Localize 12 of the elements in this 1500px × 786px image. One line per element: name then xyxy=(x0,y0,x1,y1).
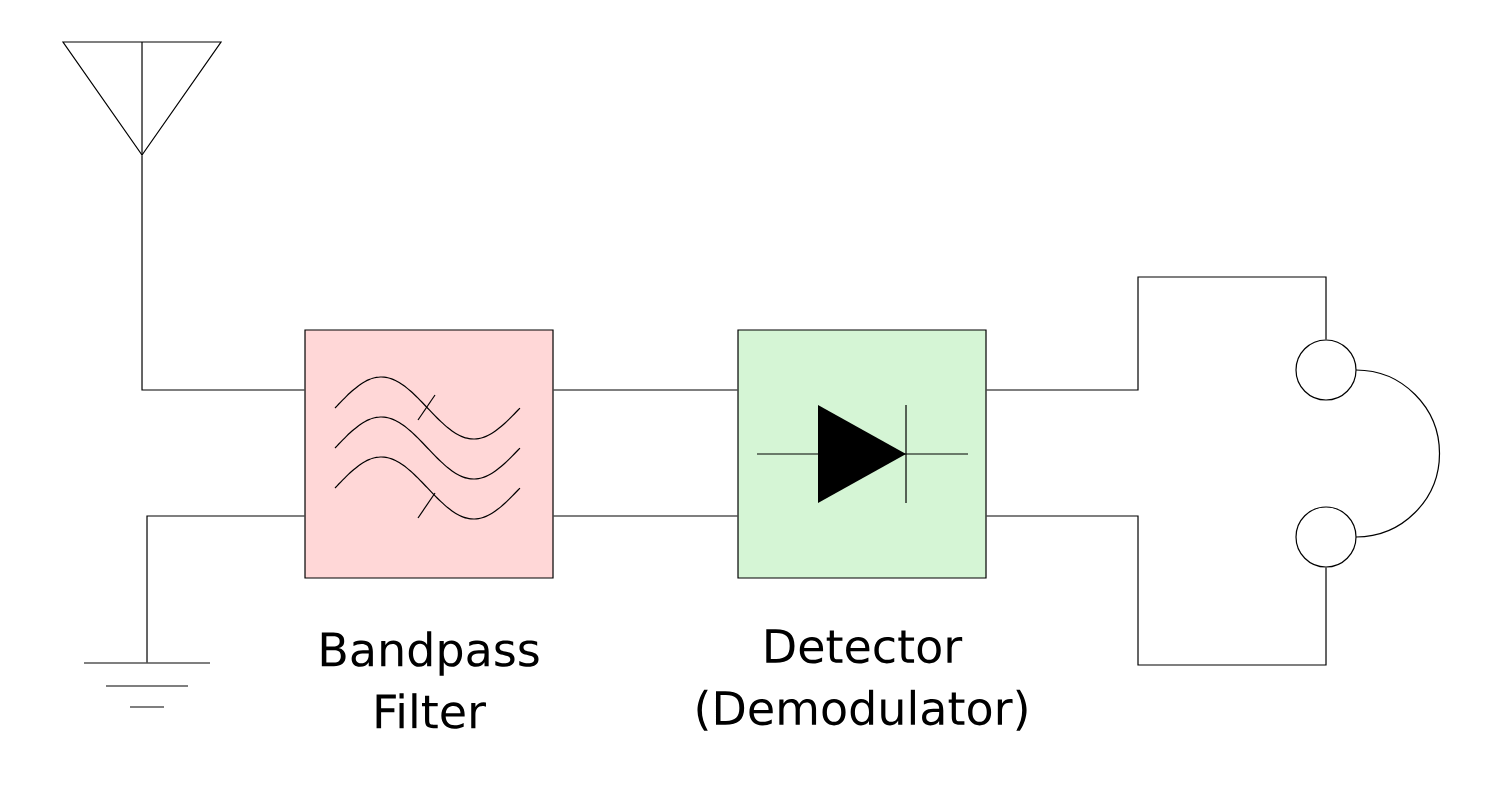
detector-box xyxy=(737,329,987,579)
headphones-drawing xyxy=(1295,339,1441,568)
filter-box xyxy=(304,329,554,579)
wire xyxy=(986,276,1327,391)
wire xyxy=(141,155,305,391)
wire xyxy=(553,515,738,517)
wire xyxy=(146,515,305,663)
wire xyxy=(553,389,738,391)
wire xyxy=(986,515,1327,666)
ground-symbol xyxy=(83,662,211,708)
box-label: Detector (Demodulator) xyxy=(697,629,1027,731)
box-label: Bandpass Filter xyxy=(321,631,539,729)
